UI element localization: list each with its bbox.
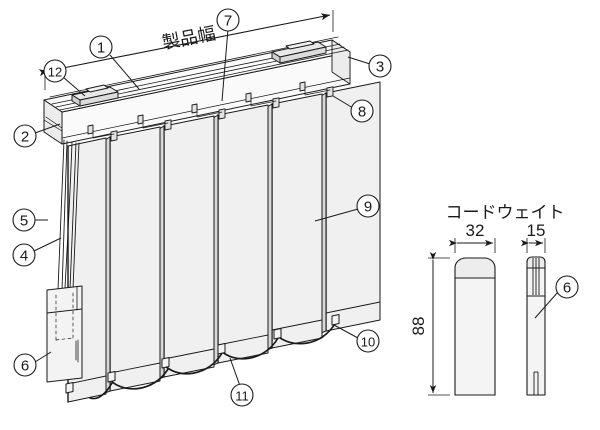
callout-10: 10 xyxy=(333,324,380,353)
callout-9: 9 xyxy=(314,194,380,222)
front-height-label: 88 xyxy=(409,317,428,336)
callout-leader-line xyxy=(333,324,359,339)
vane-hanger xyxy=(299,81,306,92)
callout-4: 4 xyxy=(12,237,62,267)
callout-number: 2 xyxy=(21,129,29,146)
vane-panel xyxy=(266,93,323,351)
side-width-dimension xyxy=(521,238,546,253)
callout-5: 5 xyxy=(12,208,48,232)
callout-circle xyxy=(12,208,36,232)
callout-leader-line xyxy=(62,76,86,97)
dimension-arrow-line xyxy=(38,13,331,77)
operating-cord-group xyxy=(57,139,80,291)
callout-circle xyxy=(356,329,380,353)
vane-hanger xyxy=(245,92,252,103)
callout-leader-line xyxy=(34,351,52,363)
vane-hanger xyxy=(164,119,172,131)
callout-circle xyxy=(13,353,37,377)
callout-number: 4 xyxy=(20,248,28,265)
callout-circle xyxy=(216,8,240,32)
callout-circle xyxy=(13,124,37,148)
callout-7: 7 xyxy=(216,8,240,102)
vane-bottom-clip xyxy=(65,382,74,394)
front-height-dimension xyxy=(428,252,450,396)
callout-number: 3 xyxy=(376,59,384,76)
callout-number: 7 xyxy=(224,13,232,30)
callout-number: 6 xyxy=(21,358,29,375)
callout-number: 1 xyxy=(97,40,105,57)
vane-panel xyxy=(104,126,161,394)
callout-6: 6 xyxy=(13,351,52,377)
vane-bottom-clip xyxy=(217,343,226,355)
main-assembly-group xyxy=(43,36,381,403)
vane-panel xyxy=(212,104,269,366)
vane-panel xyxy=(158,115,215,380)
vane-bottom-clip xyxy=(331,314,340,326)
callout-circle xyxy=(356,194,380,218)
bottom-chain-group xyxy=(89,321,337,400)
vane-hanger xyxy=(137,114,144,125)
callout-circle xyxy=(368,54,392,78)
callout-leader-line xyxy=(221,28,229,102)
cord-weight-front-view xyxy=(454,257,496,396)
front-width-label: 32 xyxy=(466,221,485,240)
cord-weight-side-view xyxy=(526,256,546,396)
operating-carrier xyxy=(71,84,119,107)
vane-bottom-clip xyxy=(273,328,282,340)
vane-hanger xyxy=(87,124,94,135)
callout-number: 6 xyxy=(563,280,571,297)
side-width-label: 15 xyxy=(527,221,546,240)
callout-leader-line xyxy=(534,291,559,319)
vane-hanger xyxy=(326,86,334,98)
vane-hanger xyxy=(110,130,118,142)
callout-number: 9 xyxy=(364,199,372,216)
callout-leader-line xyxy=(109,54,140,90)
vane-hanger xyxy=(272,97,280,109)
vane-hanger-group xyxy=(87,81,334,142)
callout-2: 2 xyxy=(13,123,61,148)
callout-number: 12 xyxy=(48,65,62,80)
vane-bottom-clip xyxy=(107,371,116,383)
callout-number: 11 xyxy=(235,389,249,404)
callout-circle xyxy=(89,35,113,59)
callout-leader-line xyxy=(347,56,371,65)
vane-hanger xyxy=(218,108,226,120)
cord-weight-main xyxy=(46,285,83,383)
callout-leader-line xyxy=(314,208,359,222)
cord-weight-detail-view: コードウェイト 32 88 xyxy=(409,203,565,396)
callout-1: 1 xyxy=(89,35,140,90)
callout-circle xyxy=(43,59,67,83)
detail-title: コードウェイト xyxy=(446,203,565,223)
callout-circle xyxy=(555,275,579,299)
callout-6: 6 xyxy=(534,275,579,319)
vane-hanger xyxy=(191,103,198,114)
callout-number: 8 xyxy=(358,104,366,121)
callout-8: 8 xyxy=(332,95,374,123)
front-width-dimension xyxy=(449,238,496,253)
callout-number: 5 xyxy=(20,213,28,230)
callout-11: 11 xyxy=(229,357,254,407)
vane-bottom-clip xyxy=(161,357,170,369)
callout-leader-line xyxy=(33,237,62,252)
callout-leader-line xyxy=(229,357,241,387)
callout-12: 12 xyxy=(43,59,86,97)
callout-leader-line xyxy=(332,95,354,109)
callout-3: 3 xyxy=(347,54,392,78)
hanger-tie-lines xyxy=(92,83,331,139)
callout-number: 10 xyxy=(361,335,375,350)
vane-bottom-clip-group xyxy=(65,314,340,394)
callout-circle xyxy=(230,383,254,407)
callout-leader-line xyxy=(34,123,61,134)
callout-circle xyxy=(350,99,374,123)
callout-circle xyxy=(12,243,36,267)
